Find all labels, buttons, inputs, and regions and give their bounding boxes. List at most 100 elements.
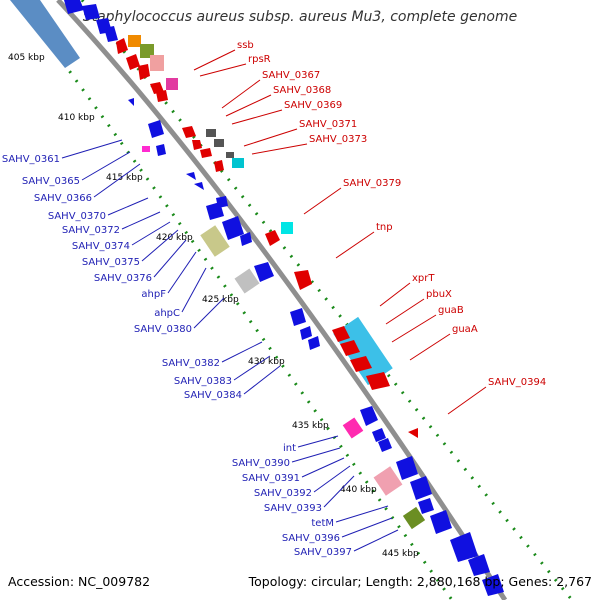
reverse-gene-label: SAHV_0366: [34, 193, 92, 204]
reverse-gene-label: SAHV_0390: [232, 458, 290, 469]
reverse-gene-label: SAHV_0397: [294, 547, 352, 558]
forward-leader-line: [335, 231, 375, 259]
gene-feature: [290, 308, 306, 326]
forward-leader-line: [231, 109, 283, 125]
forward-leader-line: [385, 298, 425, 325]
reverse-leader-line: [131, 221, 171, 246]
reverse-leader-line: [291, 447, 341, 463]
gene-feature: [166, 78, 178, 90]
tick-label: 425 kbp: [202, 295, 239, 305]
gene-feature: [396, 456, 418, 480]
forward-leader-line: [193, 49, 236, 71]
gene-feature: [360, 406, 378, 426]
gene-feature: [140, 44, 154, 58]
gene-feature: [372, 428, 386, 442]
forward-gene-label: xprT: [412, 273, 435, 284]
reverse-gene-label: SAHV_0393: [264, 503, 322, 514]
reverse-leader-line: [193, 297, 225, 329]
reverse-leader-line: [353, 529, 399, 552]
reverse-leader-line: [121, 211, 161, 230]
forward-gene-label: SAHV_0394: [488, 377, 546, 388]
gene-feature: [232, 158, 244, 168]
gene-feature: [182, 126, 196, 138]
gene-feature: [138, 64, 150, 80]
reverse-gene-label: SAHV_0396: [282, 533, 340, 544]
reverse-gene-label: SAHV_0374: [72, 241, 130, 252]
tick-label: 435 kbp: [292, 421, 329, 431]
reverse-gene-label: SAHV_0370: [48, 211, 106, 222]
forward-leader-line: [221, 79, 261, 109]
forward-gene-label: tnp: [376, 222, 393, 233]
gene-feature: [340, 340, 360, 356]
gene-feature: [408, 428, 418, 438]
gene-feature: [450, 532, 478, 562]
gene-feature: [82, 4, 100, 20]
reverse-gene-label: SAHV_0380: [134, 324, 192, 335]
forward-features: [116, 35, 418, 438]
reverse-gene-label: tetM: [311, 518, 334, 529]
gene-feature: [350, 356, 372, 372]
reverse-leader-line: [335, 505, 389, 523]
gene-feature: [200, 225, 230, 257]
gene-feature: [378, 438, 392, 452]
gene-feature: [156, 144, 166, 156]
map-title: Staphylococcus aureus subsp. aureus Mu3,…: [82, 9, 518, 25]
reverse-leader-line: [301, 457, 345, 478]
gene-feature: [333, 316, 393, 386]
gene-feature: [206, 129, 216, 137]
reverse-gene-label: SAHV_0365: [22, 176, 80, 187]
forward-leader-line: [379, 282, 411, 307]
forward-gene-label: SAHV_0371: [299, 119, 357, 130]
gene-feature: [116, 38, 128, 54]
gene-feature: [468, 554, 490, 576]
forward-leader-line: [225, 94, 272, 117]
topology-text: Topology: circular; Length: 2,880,168 bp…: [248, 574, 592, 589]
tick-label: 440 kbp: [340, 485, 377, 495]
gene-feature: [234, 268, 260, 294]
gene-feature: [430, 510, 452, 534]
reverse-leader-line: [297, 435, 339, 448]
gene-feature: [200, 148, 212, 158]
reverse-gene-label: SAHV_0375: [82, 257, 140, 268]
forward-gene-label: SAHV_0367: [262, 70, 320, 81]
gene-feature: [300, 326, 312, 340]
gene-feature: [332, 326, 350, 342]
gene-feature: [156, 90, 168, 102]
gene-feature: [222, 216, 244, 240]
gene-feature: [342, 417, 364, 439]
forward-gene-label: guaA: [452, 324, 478, 335]
gene-feature: [128, 35, 141, 47]
reverse-gene-label: int: [283, 443, 296, 454]
forward-gene-label: guaB: [438, 305, 464, 316]
reverse-gene-label: SAHV_0361: [2, 154, 60, 165]
tick-label: 445 kbp: [382, 549, 419, 559]
gene-feature: [148, 120, 164, 138]
reverse-gene-label: SAHV_0384: [184, 390, 242, 401]
reverse-leader-line: [93, 163, 141, 198]
reverse-leader-line: [107, 197, 149, 216]
reverse-features: [64, 0, 504, 596]
reverse-leader-line: [141, 229, 179, 262]
gene-feature: [128, 98, 134, 106]
tick-label: 430 kbp: [248, 357, 285, 367]
gene-feature: [194, 182, 204, 190]
gene-feature: [366, 372, 390, 390]
reverse-leader-line: [341, 517, 393, 538]
gene-feature: [281, 222, 293, 234]
gene-feature: [142, 146, 150, 152]
forward-leader-line: [199, 63, 247, 77]
reverse-leader-line: [233, 355, 271, 381]
reverse-leader-line: [81, 151, 131, 181]
forward-leader-line: [409, 333, 451, 361]
reverse-leader-line: [221, 341, 263, 363]
gene-feature: [104, 26, 118, 42]
gene-large-blue: [10, 0, 80, 68]
reverse-leader-line: [153, 239, 187, 278]
tick-label: 405 kbp: [8, 53, 45, 63]
gene-feature: [308, 336, 320, 350]
gene-feature: [192, 140, 202, 150]
forward-gene-label: SAHV_0369: [284, 100, 342, 111]
gene-feature: [373, 466, 403, 496]
reverse-leader-line: [167, 251, 197, 294]
